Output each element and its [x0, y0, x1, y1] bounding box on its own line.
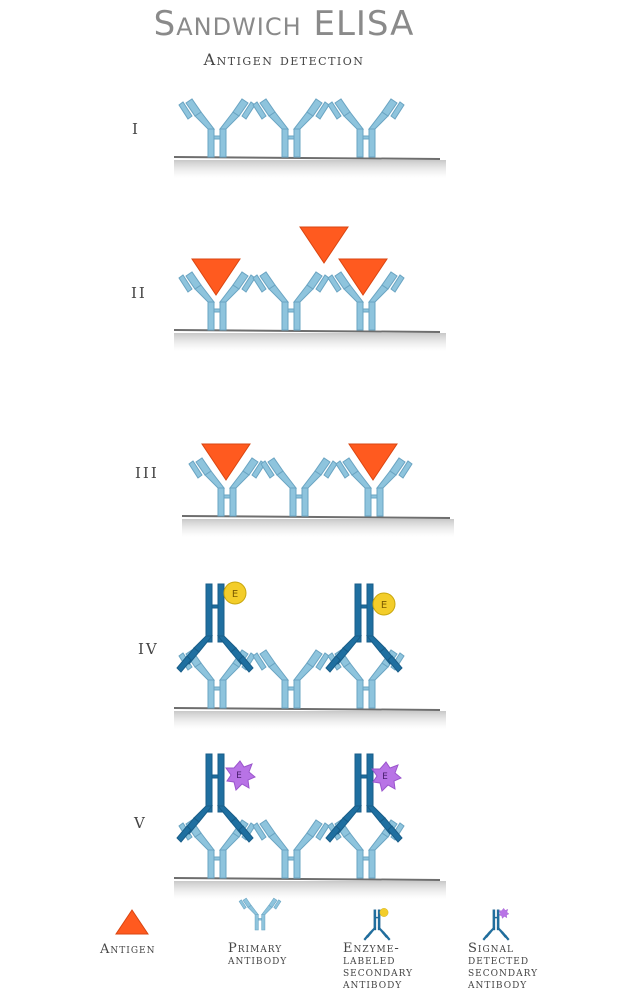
step-label-4: IV	[138, 640, 159, 658]
page-subtitle: Antigen detection	[203, 50, 365, 69]
enzyme-letter: E	[382, 772, 388, 782]
legend-antigen-label: Antigen	[100, 942, 156, 957]
legend-enzyme-label: Enzyme- labeled secondary antibody	[343, 941, 414, 992]
step-label-5: V	[134, 814, 147, 832]
step-label-2: II	[131, 284, 147, 302]
panel-3	[181, 443, 454, 537]
panel-5: E E	[173, 753, 446, 899]
legend-primary-label: Primary antibody	[228, 941, 288, 968]
step-label-1: I	[132, 120, 140, 138]
signal-antibody-legend-icon	[482, 908, 510, 941]
antigen-legend-icon	[115, 909, 149, 935]
panel-4: E E	[173, 581, 446, 729]
step-label-3: III	[135, 464, 159, 482]
panel-1	[173, 98, 446, 178]
primary-antibody-legend-icon	[238, 897, 282, 931]
enzyme-letter: E	[232, 589, 238, 600]
enzyme-letter: E	[381, 600, 387, 611]
enzyme-letter: E	[236, 771, 242, 781]
panel-2	[173, 226, 446, 351]
page-title: Sandwich ELISA	[153, 4, 415, 44]
enzyme-labeled-antibody-legend-icon	[363, 908, 391, 941]
legend-signal-label: Signal detected secondary antibody	[468, 941, 539, 992]
